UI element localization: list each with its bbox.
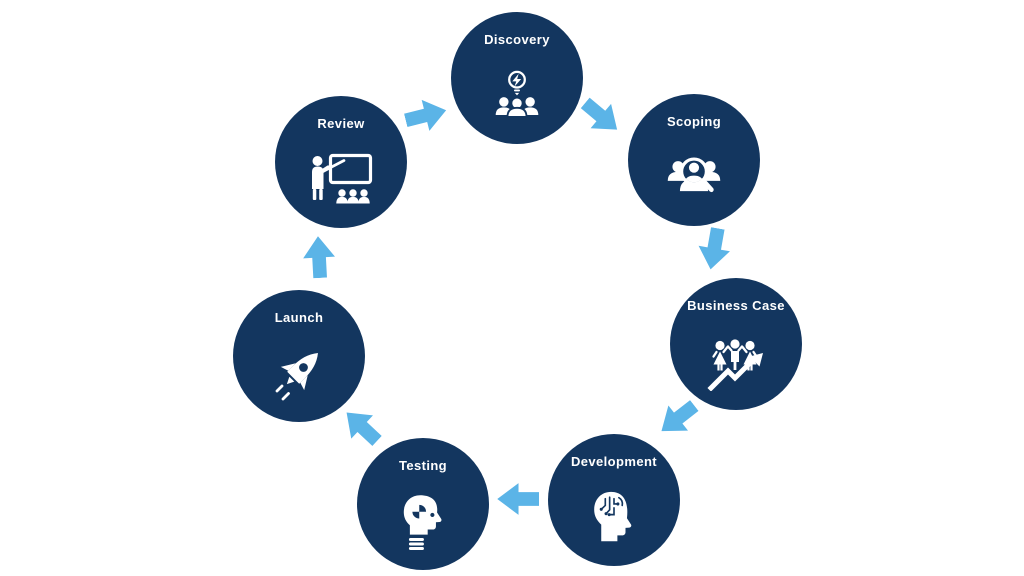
stage-launch: Launch bbox=[233, 290, 365, 422]
stage-testing: Testing bbox=[357, 438, 489, 570]
stage-discovery: Discovery bbox=[451, 12, 583, 144]
team-magnifier-icon bbox=[664, 130, 724, 226]
stage-label: Discovery bbox=[484, 32, 550, 47]
arrow-launch-to-review bbox=[299, 233, 339, 279]
head-circuit-brain-icon bbox=[588, 470, 640, 566]
crash-test-dummy-head-icon bbox=[396, 474, 450, 570]
people-growth-arrow-icon bbox=[704, 314, 768, 410]
stage-label: Business Case bbox=[687, 298, 785, 313]
arrow-discovery-to-scoping bbox=[573, 88, 631, 145]
stage-label: Scoping bbox=[666, 114, 722, 129]
stage-review: Review bbox=[275, 96, 407, 228]
rocket-icon bbox=[269, 326, 329, 422]
stage-label: Review bbox=[317, 116, 365, 131]
stage-business-case: Business Case bbox=[670, 278, 802, 410]
arrow-business-case-to-development bbox=[648, 390, 706, 447]
arrow-development-to-testing bbox=[495, 480, 539, 518]
brainstorm-idea-team-icon bbox=[488, 48, 546, 144]
stage-development: Development bbox=[548, 434, 680, 566]
presenter-board-audience-icon bbox=[308, 132, 374, 228]
stage-label: Testing bbox=[398, 458, 448, 473]
stage-label: Development bbox=[570, 454, 658, 469]
stage-scoping: Scoping bbox=[628, 94, 760, 226]
arrow-scoping-to-business-case bbox=[691, 225, 736, 275]
stage-label: Launch bbox=[274, 310, 324, 325]
arrow-review-to-discovery bbox=[401, 91, 453, 139]
